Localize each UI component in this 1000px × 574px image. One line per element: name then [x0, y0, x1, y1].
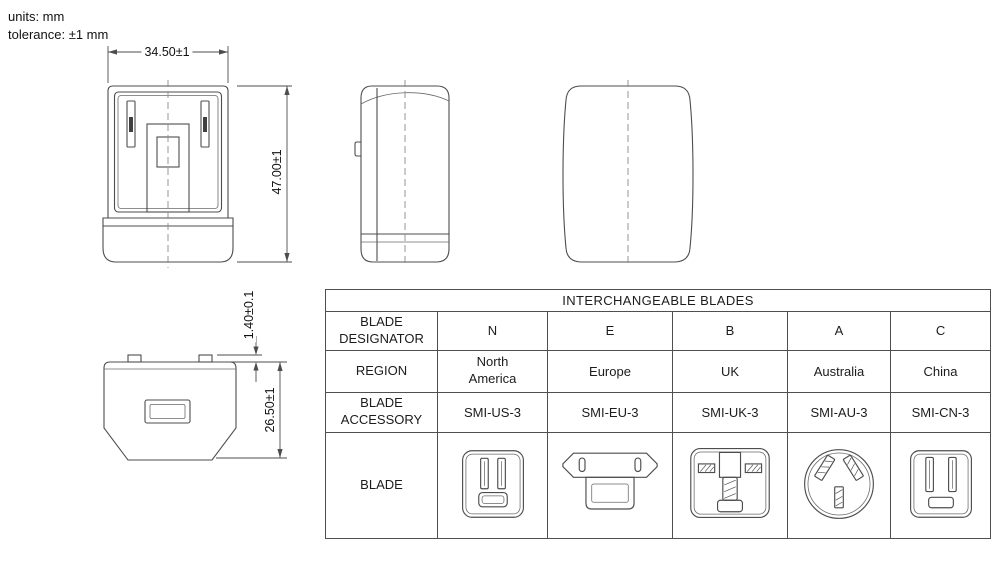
designator-e: E	[547, 311, 673, 351]
designator-b: B	[672, 311, 788, 351]
blade-slot-right	[200, 100, 210, 148]
accessory-eu: SMI-EU-3	[547, 391, 673, 433]
cn-plug-icon	[909, 449, 972, 518]
row-label-blade: BLADE	[325, 431, 438, 539]
blade-cell-eu	[547, 431, 673, 539]
height-dimension-label: 47.00±1	[270, 146, 284, 198]
accessory-cn: SMI-CN-3	[889, 391, 992, 433]
region-australia: Australia	[787, 349, 891, 393]
eu-plug-icon	[562, 452, 658, 510]
units-note: units: mm	[8, 9, 65, 24]
front-base-outline	[102, 217, 234, 263]
side-view-drawing	[354, 80, 450, 264]
accessory-uk: SMI-UK-3	[672, 391, 788, 433]
depth-dimension-label: 26.50±1	[263, 384, 277, 436]
drawing-notes: units: mm tolerance: ±1 mm	[8, 8, 108, 43]
row-label-accessory: BLADE ACCESSORY	[325, 391, 438, 433]
release-button-bump	[354, 141, 361, 157]
blade-cell-cn	[889, 431, 992, 539]
region-uk: UK	[672, 349, 788, 393]
bottom-view-drawing	[103, 354, 237, 461]
region-europe: Europe	[547, 349, 673, 393]
blade-rail-dimension-label: 1.40±0.1	[242, 287, 256, 343]
blade-cell-au	[787, 431, 891, 539]
back-outline	[562, 85, 694, 263]
designator-c: C	[889, 311, 992, 351]
designator-n: N	[437, 311, 548, 351]
blade-cell-us	[437, 431, 548, 539]
uk-plug-icon	[690, 447, 770, 518]
accessory-au: SMI-AU-3	[787, 391, 891, 433]
designator-a: A	[787, 311, 891, 351]
us-plug-icon	[461, 449, 524, 518]
side-outline	[360, 85, 450, 263]
au-plug-icon	[804, 448, 874, 519]
bottom-latch	[144, 399, 191, 424]
region-china: China	[889, 349, 992, 393]
back-view-drawing	[562, 80, 694, 264]
region-north-america: North America	[437, 349, 548, 393]
tolerance-note: tolerance: ±1 mm	[8, 26, 109, 42]
accessory-us: SMI-US-3	[437, 391, 548, 433]
table-title: INTERCHANGEABLE BLADES	[324, 289, 992, 312]
interchangeable-blades-table: INTERCHANGEABLE BLADES BLADE DESIGNATOR …	[324, 289, 992, 539]
blade-slot-left	[126, 100, 136, 148]
row-label-designator: BLADE DESIGNATOR	[325, 311, 438, 351]
bottom-outline	[103, 361, 237, 461]
row-label-region: REGION	[325, 349, 438, 393]
width-dimension-label: 34.50±1	[141, 45, 193, 59]
front-view-drawing	[102, 80, 234, 268]
blade-cell-uk	[672, 431, 788, 539]
